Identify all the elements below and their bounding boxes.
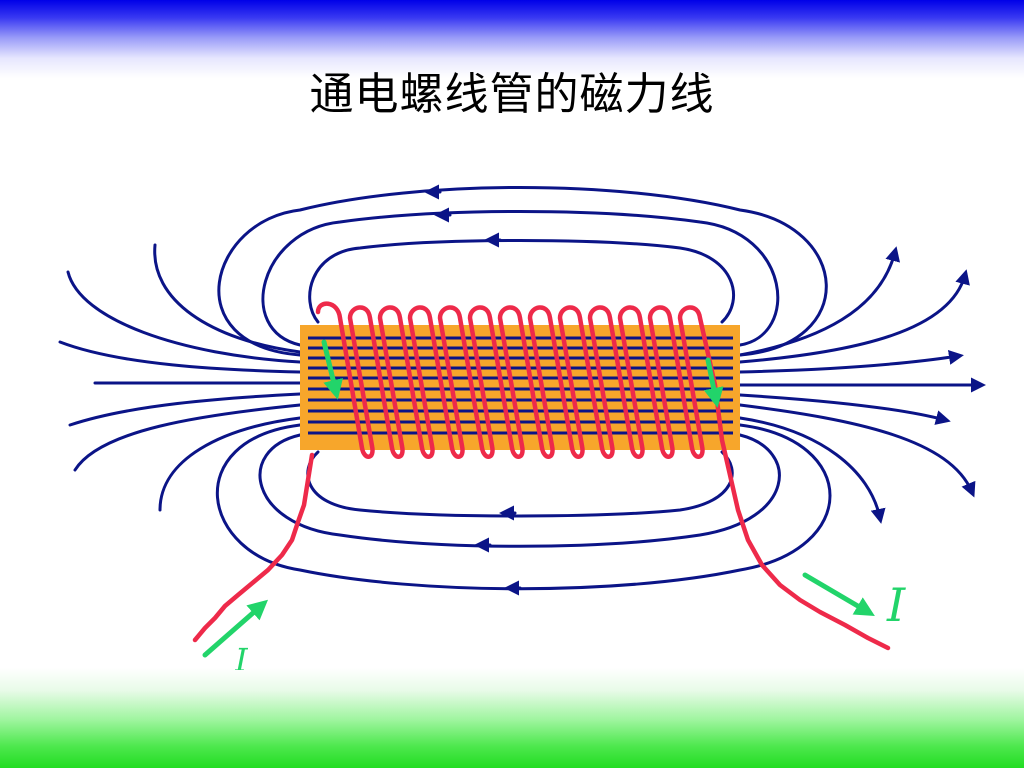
field-loop-upper-outer	[217, 186, 828, 357]
lower-field-loops	[215, 423, 832, 596]
upper-field-loops	[217, 184, 828, 357]
field-loop-upper-middle	[261, 210, 780, 347]
field-loop-lower-middle	[258, 433, 781, 548]
field-loop-upper-inner	[308, 239, 736, 324]
left-line-6	[73, 403, 302, 472]
right-line-6	[738, 403, 976, 498]
right-line-1	[738, 246, 900, 357]
right-line-7	[738, 416, 886, 524]
left-line-3	[58, 340, 302, 374]
slide-title: 通电螺线管的磁力线	[309, 69, 715, 120]
current-arrow-left-in	[202, 599, 269, 658]
current-label-left: I	[235, 641, 248, 670]
right-line-3	[738, 349, 964, 374]
field-loop-lower-inner	[306, 450, 734, 518]
left-field-lines	[58, 243, 302, 512]
left-line-7	[158, 416, 302, 512]
current-arrow-coil-left	[321, 339, 343, 400]
left-line-2	[66, 270, 302, 364]
coil-wire	[192, 301, 891, 651]
right-line-5	[738, 393, 951, 425]
left-line-5	[68, 392, 302, 427]
left-line-1	[153, 243, 302, 354]
current-label-right: I	[887, 578, 906, 632]
current-arrow-coil-right	[703, 357, 724, 408]
right-field-lines	[738, 246, 986, 524]
current-arrow-right-out	[802, 572, 875, 617]
right-line-2	[738, 269, 970, 364]
